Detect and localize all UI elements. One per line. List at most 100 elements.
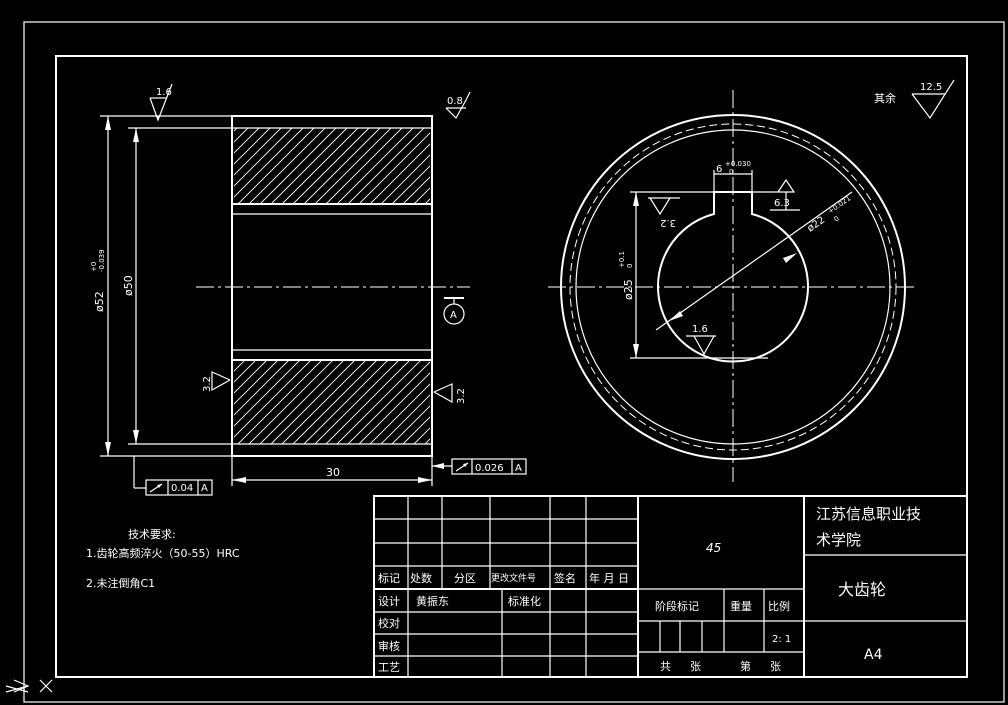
hatch-line — [237, 128, 315, 204]
roughness-symbol-bore-left: 3.2 — [648, 197, 680, 228]
hatch-line — [469, 360, 553, 444]
dim-inner-text: ø50 — [122, 275, 135, 296]
svg-text:A: A — [201, 483, 208, 494]
hatch-line — [347, 361, 430, 444]
svg-text:6.3: 6.3 — [774, 198, 790, 209]
hatch-line — [234, 360, 235, 361]
hatch-line — [369, 383, 430, 444]
svg-text:其余: 其余 — [874, 91, 896, 105]
hatch-line — [303, 360, 389, 444]
svg-text:标准化: 标准化 — [508, 594, 541, 608]
hatch-top — [150, 128, 545, 204]
svg-text:签名: 签名 — [554, 571, 576, 585]
roughness-symbol-bore-bottom: 1.6 — [686, 324, 716, 356]
hatch-line — [270, 128, 348, 204]
hatch-line — [369, 143, 430, 204]
hatch-line — [391, 165, 430, 204]
svg-text:3.2: 3.2 — [456, 388, 467, 404]
section-view — [150, 115, 553, 457]
svg-text:大齿轮: 大齿轮 — [838, 580, 886, 599]
hatch-line — [424, 198, 430, 204]
svg-text:12.5: 12.5 — [920, 82, 942, 93]
svg-text:ø22: ø22 — [805, 215, 827, 235]
hatch-line — [380, 154, 430, 204]
hatch-line — [259, 360, 345, 444]
hatch-line — [447, 128, 523, 204]
hatch-bottom — [234, 360, 553, 444]
svg-text:共: 共 — [660, 660, 671, 673]
svg-text:0: 0 — [729, 168, 733, 176]
hatch-line — [380, 394, 430, 444]
hatch-line — [248, 360, 334, 444]
svg-text:A: A — [450, 310, 457, 321]
svg-text:工艺: 工艺 — [378, 661, 400, 674]
roughness-symbol-side-left: 3.2 — [202, 371, 231, 392]
hatch-line — [292, 128, 370, 204]
hatch-line — [234, 360, 290, 416]
hatch-line — [234, 360, 312, 438]
side-view: 6 +0.030 0 ø25 +0.1 0 ø22 +0.021 0 — [548, 90, 918, 482]
svg-text:0.026: 0.026 — [475, 463, 504, 474]
svg-text:处数: 处数 — [410, 572, 432, 585]
svg-text:标记: 标记 — [378, 571, 400, 585]
bore-with-keyway — [657, 191, 809, 363]
svg-text:年 月 日: 年 月 日 — [589, 571, 629, 585]
hatch-line — [234, 128, 249, 143]
svg-text:45: 45 — [706, 541, 721, 555]
svg-text:+0.030: +0.030 — [725, 160, 751, 168]
hatch-line — [436, 360, 520, 444]
svg-text:3.2: 3.2 — [202, 376, 213, 392]
tolerance-frame-left: 0.04 A — [133, 456, 213, 496]
svg-text:2.未注倒角C1: 2.未注倒角C1 — [86, 576, 155, 590]
hatch-line — [234, 128, 293, 187]
svg-text:+0.021: +0.021 — [827, 194, 853, 215]
hatch-line — [469, 128, 545, 204]
hatch-line — [458, 128, 534, 204]
svg-text:6: 6 — [716, 164, 722, 175]
hatch-line — [358, 132, 430, 204]
hatch-line — [234, 360, 301, 427]
svg-text:30: 30 — [326, 466, 340, 479]
hatch-line — [234, 128, 260, 154]
svg-text:分区: 分区 — [454, 572, 476, 585]
svg-text:ø25: ø25 — [622, 279, 635, 300]
svg-text:术学院: 术学院 — [816, 531, 861, 549]
svg-text:黄振东: 黄振东 — [416, 594, 449, 608]
roughness-general: 其余 12.5 — [874, 79, 955, 120]
roughness-symbol-top-right: 0.8 — [445, 91, 471, 119]
svg-text:阶段标记: 阶段标记 — [655, 599, 699, 613]
title-block: 标记 处数 分区 更改文件号 签名 年 月 日 设计 黄振东 标准化 校对 审核… — [373, 495, 968, 678]
hatch-line — [234, 128, 271, 165]
hatch-line — [336, 128, 414, 204]
svg-text:技术要求:: 技术要求: — [128, 528, 176, 541]
roughness-symbol-side-right: 3.2 — [433, 383, 467, 404]
hatch-line — [347, 128, 425, 204]
hatch-line — [402, 416, 430, 444]
section-outline — [231, 115, 433, 457]
hatch-line — [458, 360, 542, 444]
hatch-line — [259, 128, 337, 204]
svg-text:0.04: 0.04 — [171, 483, 193, 494]
hatch-line — [413, 427, 430, 444]
hatch-line — [314, 128, 392, 204]
hatch-line — [281, 360, 367, 444]
datum-marker: A — [443, 297, 465, 325]
ucs-icon — [5, 679, 53, 693]
svg-text:0: 0 — [626, 264, 634, 268]
dimension-outer-diameter: ø52 +0 -0.039 — [90, 115, 232, 457]
hatch-line — [325, 128, 403, 204]
svg-text:校对: 校对 — [378, 616, 400, 630]
svg-text:0.8: 0.8 — [447, 96, 463, 107]
svg-text:比例: 比例 — [768, 599, 790, 613]
hatch-line — [336, 360, 422, 444]
tolerance-frame-right: 0.026 A — [432, 458, 527, 475]
hatch-line — [234, 128, 304, 198]
hatch-line — [292, 360, 378, 444]
svg-text:0: 0 — [833, 215, 841, 224]
hatch-line — [150, 128, 226, 204]
svg-text:A: A — [515, 463, 522, 474]
svg-text:1.6: 1.6 — [156, 87, 172, 98]
roughness-symbol-keyway: 6.3 — [752, 178, 800, 211]
dim-outer-text: ø52 — [93, 291, 106, 312]
svg-text:A4: A4 — [864, 647, 883, 663]
